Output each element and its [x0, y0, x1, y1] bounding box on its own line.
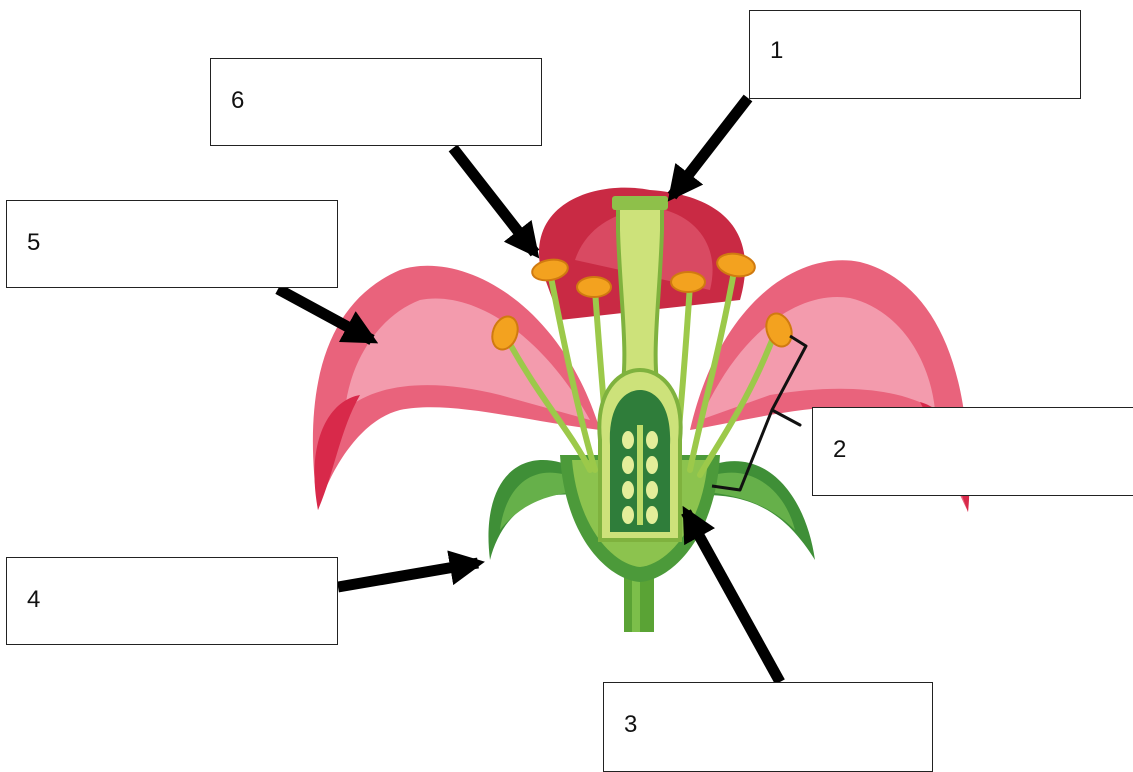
label-box-3[interactable]: 3 [603, 682, 933, 772]
label-number: 5 [27, 229, 40, 257]
arrow-1 [672, 98, 748, 196]
label-box-4[interactable]: 4 [6, 557, 338, 645]
label-number: 2 [833, 436, 846, 464]
label-box-5[interactable]: 5 [6, 200, 338, 288]
label-number: 1 [770, 37, 783, 65]
arrow-3 [686, 512, 780, 682]
label-number: 3 [624, 711, 637, 739]
label-number: 4 [27, 586, 40, 614]
label-box-2[interactable]: 2 [812, 407, 1133, 496]
arrow-4 [338, 563, 478, 587]
label-box-1[interactable]: 1 [749, 10, 1081, 99]
label-number: 6 [231, 87, 244, 115]
stigma [612, 196, 668, 210]
arrow-6 [453, 148, 535, 253]
label-box-6[interactable]: 6 [210, 58, 542, 146]
